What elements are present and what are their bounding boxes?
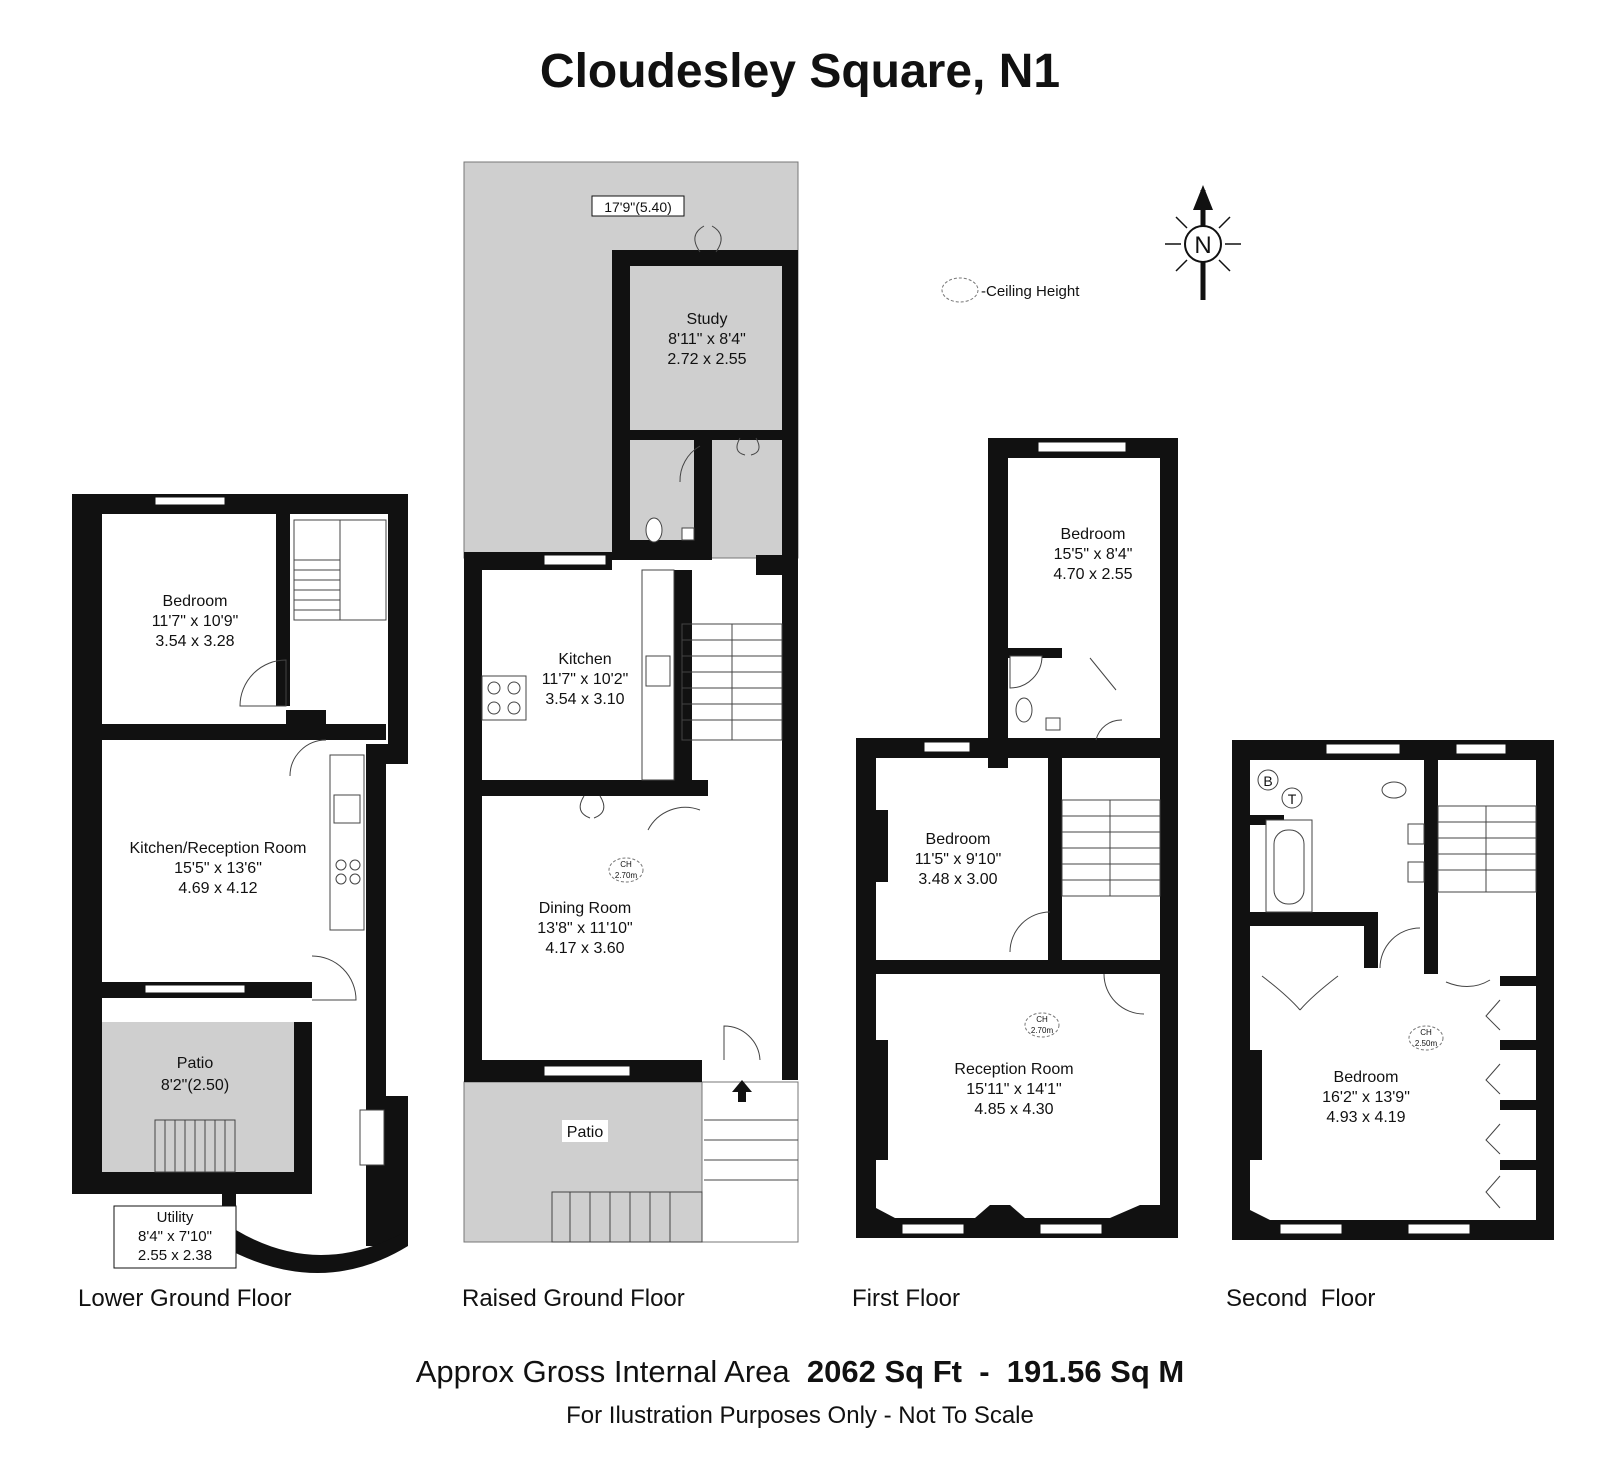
floor-label-first: First Floor — [852, 1285, 960, 1312]
rg-patio-area — [463, 1081, 703, 1243]
sf-bedroom-name: Bedroom — [1334, 1069, 1399, 1086]
lg-bedroom-name: Bedroom — [163, 593, 228, 610]
rg-garden-width: 17'9"(5.40) — [604, 199, 672, 215]
ff-ch-label: CH — [1036, 1015, 1048, 1024]
floor-label-second: Second Floor — [1226, 1285, 1376, 1312]
rg-dining-imperial: 13'8" x 11'10" — [537, 920, 632, 937]
lg-utility-box — [113, 1205, 237, 1269]
rg-kitchen-name: Kitchen — [558, 651, 611, 668]
lg-utility-name: Utility — [157, 1209, 194, 1226]
lg-kitchen-metric: 4.69 x 4.12 — [178, 880, 257, 897]
rg-study-imperial: 8'11" x 8'4" — [668, 331, 746, 348]
sf-bedroom-imperial: 16'2" x 13'9" — [1322, 1089, 1410, 1106]
ff-ch-value: 2.70m — [1031, 1026, 1054, 1035]
sf-ch-label: CH — [1420, 1028, 1432, 1037]
ff-rear-bedroom-metric: 4.70 x 2.55 — [1053, 566, 1132, 583]
ff-reception-name: Reception Room — [954, 1061, 1073, 1078]
floor-label-lower-ground: Lower Ground Floor — [78, 1285, 292, 1312]
ceiling-height-legend-label: -Ceiling Height — [981, 283, 1080, 300]
rg-dining-name: Dining Room — [539, 900, 631, 917]
sf-boiler-label: B — [1263, 773, 1272, 789]
ff-reception-imperial: 15'11" x 14'1" — [966, 1081, 1061, 1098]
ff-bedroom-imperial: 11'5" x 9'10" — [915, 851, 1002, 868]
ff-ch-marker — [1024, 1012, 1060, 1038]
rg-ch-marker — [608, 857, 644, 883]
second-floor: B T CH 2.50m Bedroom 16'2" x 13'9" 4.93 … — [1232, 740, 1554, 1240]
first-floor: Bedroom 15'5" x 8'4" 4.70 x 2.55 Bedroom… — [856, 438, 1178, 1238]
lg-kitchen-imperial: 15'5" x 13'6" — [174, 860, 262, 877]
gross-area-prefix: Approx Gross Internal Area — [415, 1354, 790, 1389]
rg-study-name: Study — [687, 311, 728, 328]
floor-label-raised-ground: Raised Ground Floor — [462, 1285, 685, 1312]
rg-ch-label: CH — [620, 860, 632, 869]
sf-bedroom-metric: 4.93 x 4.19 — [1326, 1109, 1405, 1126]
lg-bedroom-imperial: 11'7" x 10'9" — [152, 613, 239, 630]
rg-dining-metric: 4.17 x 3.60 — [545, 940, 624, 957]
compass-letter: N — [1194, 232, 1211, 259]
sf-tank-label: T — [1288, 791, 1297, 807]
lg-patio-name: Patio — [177, 1055, 214, 1072]
gross-area-line: Approx Gross Internal Area 2062 Sq Ft - … — [0, 1354, 1600, 1390]
ff-bedroom-metric: 3.48 x 3.00 — [918, 871, 997, 888]
gross-area-value: 2062 Sq Ft - 191.56 Sq M — [806, 1354, 1185, 1389]
lower-ground-floor: Bedroom 11'7" x 10'9" 3.54 x 3.28 Kitche… — [72, 494, 408, 1273]
sf-ch-marker — [1408, 1025, 1444, 1051]
ff-rear-bedroom-imperial: 15'5" x 8'4" — [1054, 546, 1133, 563]
lg-kitchen-name: Kitchen/Reception Room — [130, 840, 307, 857]
disclaimer: For Ilustration Purposes Only - Not To S… — [566, 1402, 1034, 1429]
compass-north-icon: N — [1165, 185, 1241, 300]
ff-reception-metric: 4.85 x 4.30 — [974, 1101, 1053, 1118]
rg-kitchen-imperial: 11'7" x 10'2" — [542, 671, 629, 688]
lg-utility-imperial: 8'4" x 7'10" — [138, 1228, 212, 1245]
rg-kitchen-metric: 3.54 x 3.10 — [545, 691, 624, 708]
rg-garden-area — [463, 161, 799, 559]
rg-ch-value: 2.70m — [615, 871, 638, 880]
entrance-arrow-icon — [732, 1080, 752, 1102]
ff-bedroom-name: Bedroom — [926, 831, 991, 848]
page-title: Cloudesley Square, N1 — [539, 45, 1061, 98]
lg-bedroom-metric: 3.54 x 3.28 — [155, 633, 234, 650]
ff-rear-bedroom-name: Bedroom — [1061, 526, 1126, 543]
ceiling-height-legend-icon — [941, 277, 979, 303]
sf-ch-value: 2.50m — [1415, 1039, 1438, 1048]
raised-ground-floor: 17'9"(5.40) — [463, 161, 799, 1243]
lg-patio-area — [72, 1022, 308, 1172]
lg-utility-metric: 2.55 x 2.38 — [138, 1247, 212, 1264]
rg-patio-name: Patio — [567, 1124, 604, 1141]
lg-patio-imperial: 8'2"(2.50) — [161, 1077, 229, 1094]
rg-study-metric: 2.72 x 2.55 — [667, 351, 746, 368]
